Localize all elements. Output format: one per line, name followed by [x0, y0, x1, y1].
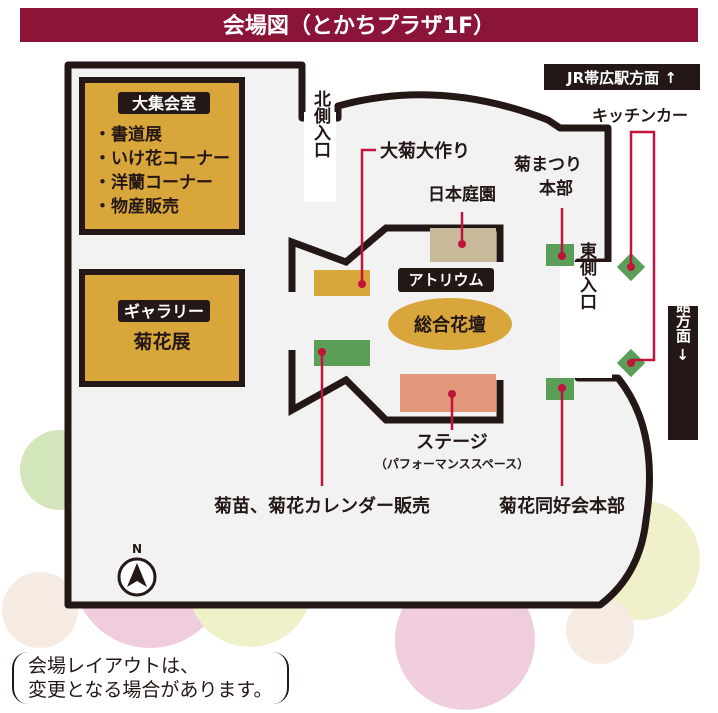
north-entrance-label: 北側入口	[310, 90, 332, 158]
stage-block	[400, 374, 496, 412]
leader-dots	[318, 240, 635, 398]
title-banner	[20, 8, 698, 42]
kiku-matsuri-label: 菊まつり	[514, 154, 582, 175]
club-label: 菊花同好会本部	[499, 495, 625, 517]
flower-bed	[388, 298, 512, 350]
kitchen-car-label: キッチンカー	[592, 106, 688, 125]
compass-icon: N	[117, 542, 157, 597]
daishukai-label-bg	[118, 92, 210, 114]
stage-label: ステージ	[416, 432, 488, 453]
compass-north-label: N	[132, 542, 142, 556]
garden-label: 日本庭園	[428, 184, 496, 205]
daishukai-item: ・いけ花コーナー	[94, 148, 230, 169]
seedlings-label: 菊苗、菊花カレンダー販売	[214, 495, 430, 517]
flower-bed-label: 総合花壇	[414, 314, 486, 336]
jr-direction-box	[544, 64, 700, 90]
library-direction-box	[668, 306, 698, 440]
room-gallery	[79, 269, 245, 387]
atrium-walls	[288, 224, 504, 424]
jr-direction-label: JR帯広駅方面 ↑	[566, 69, 677, 87]
ogiku-label: 大菊大作り	[380, 140, 470, 162]
daishukai-item: ・洋蘭コーナー	[94, 172, 213, 193]
room-daishukai-name: 大集会室	[132, 94, 196, 113]
note-line: 変更となる場合があります。	[28, 679, 273, 701]
east-entrance-label: 東側入口	[576, 241, 598, 310]
map-title: 会場図（とかちプラザ1F）	[223, 13, 495, 39]
room-gallery-sub: 菊花展	[133, 330, 190, 353]
note-line: 会場レイアウトは、	[28, 655, 200, 677]
daishukai-item: ・物産販売	[94, 196, 179, 217]
atrium-label: アトリウム	[408, 271, 483, 289]
gallery-label-bg	[118, 300, 210, 322]
layout-change-note: 会場レイアウトは、 変更となる場合があります。	[12, 652, 289, 704]
north-entrance-area	[304, 112, 336, 202]
room-gallery-name: ギャラリー	[124, 302, 204, 321]
atrium-label-bg	[398, 268, 494, 292]
library-direction-label: 図書館方面 →	[674, 268, 692, 361]
stage-sub-label: （パフォーマンススペース）	[375, 456, 529, 471]
east-entrance-area	[560, 262, 612, 378]
daishukai-item: ・書道展	[94, 124, 162, 145]
kiku-matsuri-label: 本部	[539, 178, 573, 199]
